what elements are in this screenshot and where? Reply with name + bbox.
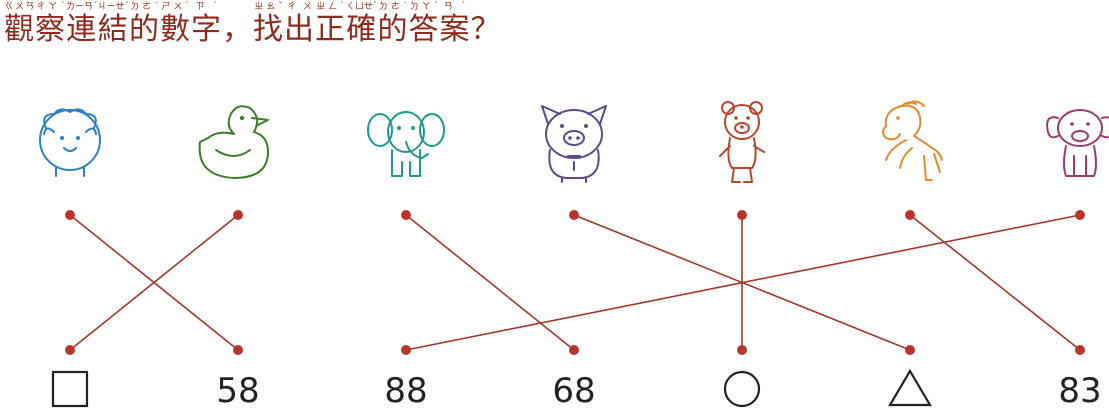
title-char: 的ㄉㄜ˙ bbox=[129, 2, 160, 47]
title-char: 的ㄉㄜ˙ bbox=[377, 2, 409, 47]
bear-icon bbox=[719, 101, 765, 183]
top-dot[interactable] bbox=[569, 210, 579, 220]
title-char: 結ㄐㄧㄝˊ bbox=[97, 2, 130, 47]
bottom-dot[interactable] bbox=[65, 345, 75, 355]
answer-number: 88 bbox=[384, 371, 427, 410]
title-char: 字ㄗˋ bbox=[191, 2, 222, 47]
answer-number: 58 bbox=[216, 371, 259, 410]
top-dot[interactable] bbox=[233, 210, 243, 220]
title-char: 察ㄔㄚˊ bbox=[35, 2, 66, 47]
duck-icon bbox=[198, 105, 269, 179]
title-char: 找ㄓㄠˇ bbox=[253, 2, 284, 47]
bottom-dot[interactable] bbox=[233, 345, 243, 355]
elephant-icon bbox=[367, 111, 445, 177]
page-title: 觀ㄍㄨㄢ察ㄔㄚˊ連ㄌㄧㄢˊ結ㄐㄧㄝˊ的ㄉㄜ˙數ㄕㄨˋ字ㄗˋ，找ㄓㄠˇ出ㄔㄨ正ㄓㄥ… bbox=[4, 2, 502, 47]
pig-icon bbox=[541, 105, 607, 183]
title-char: ， bbox=[222, 12, 253, 47]
sheep-icon bbox=[39, 108, 101, 177]
bottom-dot[interactable] bbox=[569, 345, 579, 355]
animal-row bbox=[39, 100, 1109, 183]
bottom-dot[interactable] bbox=[1075, 345, 1085, 355]
answer-row: 58 88 68 83 bbox=[51, 368, 1102, 410]
bottom-dot[interactable] bbox=[737, 345, 747, 355]
top-dot[interactable] bbox=[1075, 210, 1085, 220]
connection-line bbox=[69, 214, 239, 351]
triangle-blank bbox=[888, 368, 932, 407]
title-char: 確ㄑㄩㄝˋ bbox=[346, 2, 378, 47]
title-char: 正ㄓㄥˋ bbox=[315, 2, 346, 47]
title-char: 案ㄢˋ bbox=[439, 2, 471, 47]
square-blank bbox=[51, 370, 89, 408]
connection-line bbox=[405, 214, 575, 351]
title-char: 連ㄌㄧㄢˊ bbox=[66, 2, 98, 47]
title-char: 答ㄉㄚˊ bbox=[408, 2, 440, 47]
connection-line bbox=[909, 214, 1081, 351]
circle-blank bbox=[723, 370, 761, 408]
dog-icon bbox=[1046, 109, 1109, 177]
connection-dots bbox=[65, 210, 1085, 355]
top-dot[interactable] bbox=[65, 210, 75, 220]
answer-number: 68 bbox=[552, 371, 595, 410]
title-char: 數ㄕㄨˋ bbox=[160, 2, 191, 47]
horse-icon bbox=[882, 100, 943, 181]
top-dot[interactable] bbox=[737, 210, 747, 220]
connection-line bbox=[405, 214, 1081, 351]
title-char: 觀ㄍㄨㄢ bbox=[4, 2, 35, 47]
bottom-dot[interactable] bbox=[905, 345, 915, 355]
connection-lines bbox=[69, 214, 1081, 351]
answer-number: 83 bbox=[1058, 371, 1101, 410]
title-char: 出ㄔㄨ bbox=[284, 2, 315, 47]
title-char: ？ bbox=[470, 12, 502, 47]
bottom-dot[interactable] bbox=[401, 345, 411, 355]
top-dot[interactable] bbox=[401, 210, 411, 220]
top-dot[interactable] bbox=[905, 210, 915, 220]
